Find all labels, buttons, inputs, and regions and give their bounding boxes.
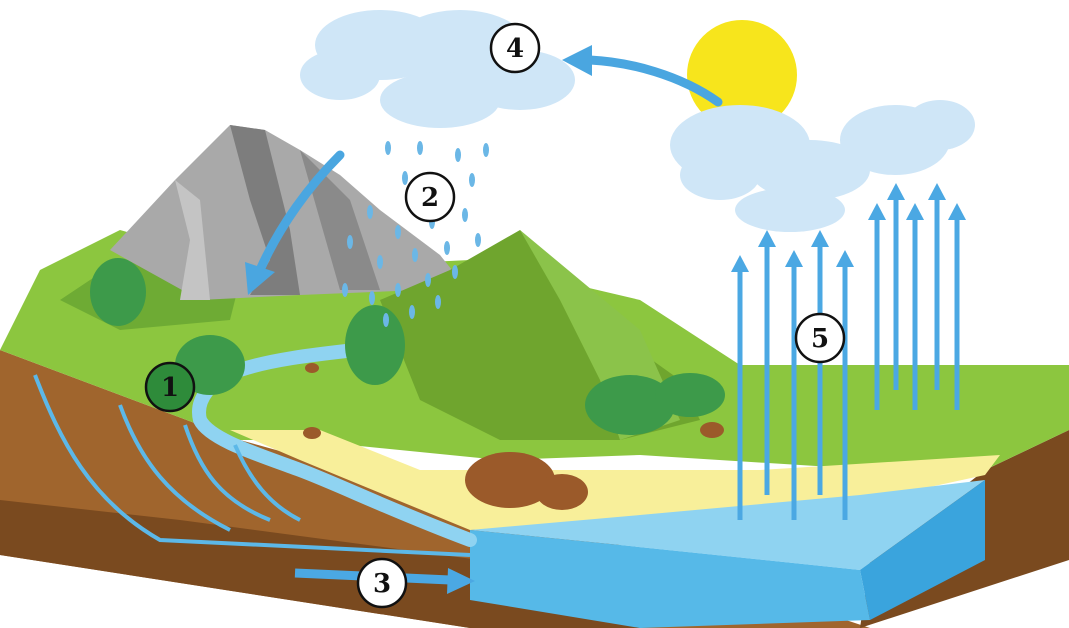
marker-4-label: 4 bbox=[506, 34, 524, 64]
groundwater-channels bbox=[33, 374, 471, 557]
marker-3: 3 bbox=[356, 557, 408, 609]
marker-4: 4 bbox=[489, 22, 541, 74]
marker-1: 1 bbox=[144, 361, 196, 413]
river bbox=[192, 343, 477, 547]
marker-1-label: 1 bbox=[161, 373, 179, 403]
cloud-left-icon bbox=[300, 10, 575, 128]
rock-icon bbox=[303, 363, 724, 510]
lake bbox=[470, 480, 985, 628]
runoff-arrow-icon bbox=[245, 150, 345, 295]
evaporation-to-cloud-arrow-icon bbox=[562, 45, 723, 107]
marker-2-label: 2 bbox=[421, 183, 439, 213]
marker-3-label: 3 bbox=[373, 569, 391, 599]
marker-5-label: 5 bbox=[811, 324, 829, 354]
marker-5: 5 bbox=[794, 312, 846, 364]
grey-mountain bbox=[110, 125, 460, 300]
evaporation-arrow-icon bbox=[731, 183, 966, 520]
cloud-right-icon bbox=[670, 100, 975, 232]
marker-2: 2 bbox=[404, 171, 456, 223]
